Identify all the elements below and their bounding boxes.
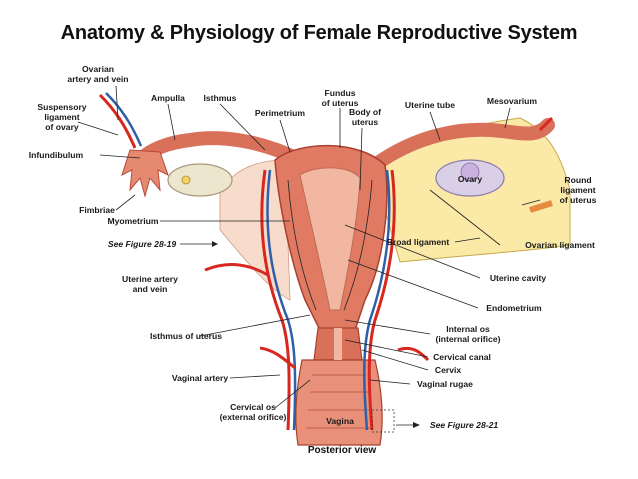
label-round-2: ligament	[560, 185, 595, 195]
label-internal-os-2: (internal orifice)	[436, 334, 501, 344]
label-cervical-os-1: Cervical os	[230, 402, 276, 412]
label-ovarian-artery-1: Ovarian	[82, 64, 114, 74]
label-infundibulum: Infundibulum	[29, 150, 84, 160]
label-endometrium: Endometrium	[486, 303, 542, 313]
left-uterine-vein	[266, 169, 297, 431]
label-broad-ligament: Broad ligament	[387, 237, 450, 247]
vaginal-artery-branch	[259, 346, 296, 370]
label-perimetrium: Perimetrium	[255, 108, 306, 118]
follicle-dot	[181, 175, 191, 185]
ovary-follicle	[460, 162, 480, 182]
label-ovarian-artery-2: artery and vein	[67, 74, 128, 84]
label-isthmus: Isthmus	[204, 93, 237, 103]
label-uterine-cavity: Uterine cavity	[490, 273, 547, 283]
label-fimbriae: Fimbriae	[79, 205, 115, 215]
right-uterine-artery	[367, 169, 396, 431]
uterine-artery-branch	[204, 263, 269, 277]
ovarian-vein	[105, 92, 143, 147]
arrowhead	[212, 241, 218, 247]
label-isthmus-of-uterus: Isthmus of uterus	[150, 331, 222, 341]
caption-posterior-view: Posterior view	[308, 445, 377, 456]
cervical-canal	[334, 328, 342, 360]
vaginal-rugae-lines	[306, 374, 372, 429]
label-suspensory-2: ligament	[44, 112, 79, 122]
label-fundus-1: Fundus	[324, 88, 355, 98]
leader-lines	[77, 85, 541, 426]
myometrium-line	[287, 179, 317, 311]
label-fundus-2: of uterus	[322, 98, 359, 108]
label-suspensory-3: of ovary	[45, 122, 79, 132]
label-ovarian-ligament: Ovarian ligament	[525, 240, 595, 250]
label-myometrium: Myometrium	[107, 216, 158, 226]
figure-ref-box	[371, 409, 395, 433]
label-uterine-tube: Uterine tube	[405, 100, 455, 110]
label-cervical-canal: Cervical canal	[433, 352, 491, 362]
right-ovarian-artery	[538, 116, 554, 132]
label-mesovarium: Mesovarium	[487, 96, 538, 106]
right-uterine-vein	[363, 169, 391, 431]
label-uterine-artery-2: and vein	[133, 284, 168, 294]
label-vaginal-artery: Vaginal artery	[172, 373, 229, 383]
left-uterine-tube	[133, 131, 307, 167]
myometrium-line	[343, 179, 373, 311]
label-body-2: uterus	[352, 117, 378, 127]
label-vaginal-rugae: Vaginal rugae	[417, 379, 473, 389]
label-ampulla: Ampulla	[151, 93, 185, 103]
label-round-1: Round	[564, 175, 591, 185]
label-uterine-artery-1: Uterine artery	[122, 274, 178, 284]
label-vagina: Vagina	[326, 416, 354, 426]
ovarian-artery	[98, 93, 137, 149]
page-title: Anatomy & Physiology of Female Reproduct…	[60, 22, 578, 44]
uterine-cavity	[299, 167, 361, 311]
left-ovary	[167, 163, 233, 197]
label-internal-os-1: Internal os	[446, 324, 490, 334]
label-ovary: Ovary	[458, 174, 483, 184]
label-body-1: Body of	[349, 107, 381, 117]
label-see-figure-21: See Figure 28-21	[430, 420, 499, 430]
right-vaginal-artery	[397, 346, 430, 362]
left-uterine-artery	[260, 169, 291, 431]
round-ligament	[529, 200, 553, 213]
arrowhead	[413, 422, 420, 428]
right-uterine-tube	[368, 118, 555, 172]
label-cervix: Cervix	[435, 365, 461, 375]
left-fimbriae	[121, 149, 169, 198]
label-round-3: of uterus	[560, 195, 597, 205]
label-cervical-os-2: (external orifice)	[220, 412, 287, 422]
label-suspensory-1: Suspensory	[37, 102, 86, 112]
label-see-figure-19: See Figure 28-19	[108, 239, 177, 249]
